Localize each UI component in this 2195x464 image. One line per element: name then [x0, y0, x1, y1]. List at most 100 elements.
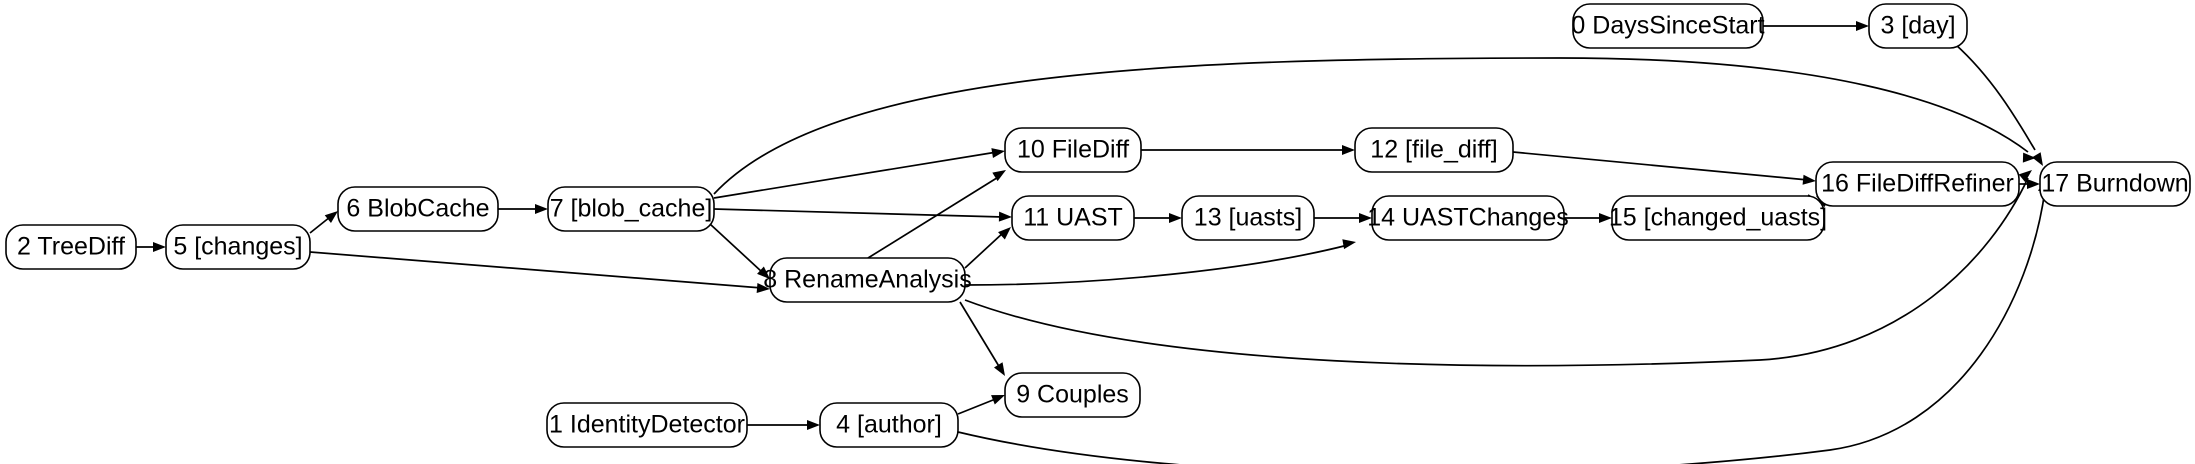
node-3-day[interactable]: 3 [day] — [1868, 3, 1968, 49]
node-15-changed-uasts[interactable]: 15 [changed_uasts] — [1609, 195, 1827, 241]
node-5-changes[interactable]: 5 [changes] — [165, 224, 311, 270]
edge-10-filediff-to-12-file-diff — [1141, 145, 1355, 155]
nodes-layer: 0 DaysSinceStart 3 [day] 10 FileDiff 12 [fi… — [5, 3, 2191, 448]
edge-4-author-to-9-couples — [957, 395, 1005, 415]
edge-8-renameanalysis-to-9-couples — [959, 301, 1005, 376]
edge-12-file-diff-to-16-filediffrefiner — [1512, 151, 1816, 185]
node-box[interactable] — [5, 224, 137, 270]
node-label: 12 [file_diff] — [1370, 136, 1497, 164]
node-label: 11 UAST — [1023, 204, 1123, 232]
node-6-blobcache[interactable]: 6 BlobCache — [337, 186, 499, 232]
edge-5-changes-to-6-blobcache — [309, 211, 338, 234]
node-7-blob-cache[interactable]: 7 [blob_cache] — [547, 186, 715, 232]
node-box[interactable] — [1815, 161, 2020, 207]
node-box[interactable] — [1354, 127, 1514, 173]
node-14-uastchanges[interactable]: 14 UASTChanges — [1367, 195, 1569, 241]
edge-2-treediff-to-5-changes — [136, 242, 166, 252]
arrowhead-icon — [993, 362, 1005, 376]
arrowhead-icon — [1169, 213, 1182, 223]
node-box[interactable] — [2039, 161, 2191, 207]
edge-8-renameanalysis-to-14-uastchanges — [964, 239, 1356, 286]
edge-1-identitydetector-to-4-author — [747, 420, 820, 430]
node-label: 7 [blob_cache] — [550, 195, 713, 223]
node-0-dayssincestart[interactable]: 0 DaysSinceStart — [1571, 3, 1765, 49]
edge-7-blob-cache-to-8-renameanalysis — [709, 223, 770, 279]
node-box[interactable] — [1011, 195, 1135, 241]
node-label: 4 [author] — [836, 411, 942, 439]
node-label: 15 [changed_uasts] — [1609, 204, 1827, 232]
arrowhead-icon — [1342, 239, 1356, 250]
arrowhead-icon — [1856, 21, 1869, 31]
node-1-identitydetector[interactable]: 1 IdentityDetector — [546, 402, 748, 448]
arrowhead-icon — [998, 227, 1011, 240]
node-label: 9 Couples — [1016, 381, 1129, 409]
node-2-treediff[interactable]: 2 TreeDiff — [5, 224, 137, 270]
node-9-couples[interactable]: 9 Couples — [1004, 372, 1141, 418]
node-box[interactable] — [546, 402, 748, 448]
edge-8-renameanalysis-to-10-filediff — [867, 170, 1006, 259]
arrowhead-icon — [992, 170, 1006, 182]
node-box[interactable] — [1004, 372, 1141, 418]
node-label: 1 IdentityDetector — [549, 411, 745, 439]
arrowhead-icon — [756, 282, 770, 293]
edge-7-blob-cache-to-17-burndown — [713, 57, 2036, 195]
arrowhead-icon — [153, 242, 166, 252]
arrowhead-icon — [998, 211, 1012, 222]
node-17-burndown[interactable]: 17 Burndown — [2039, 161, 2191, 207]
node-label: 6 BlobCache — [346, 195, 489, 223]
node-box[interactable] — [1004, 127, 1142, 173]
node-8-renameanalysis[interactable]: 8 RenameAnalysis — [763, 257, 972, 303]
node-4-author[interactable]: 4 [author] — [819, 402, 959, 448]
edge-14-uastchanges-to-15-changed-uasts — [1564, 213, 1612, 223]
node-label: 10 FileDiff — [1017, 136, 1129, 164]
node-13-uasts[interactable]: 13 [uasts] — [1181, 195, 1315, 241]
edge-8-renameanalysis-to-17-burndown — [964, 170, 2032, 367]
node-11-uast[interactable]: 11 UAST — [1011, 195, 1135, 241]
arrowhead-icon — [1342, 145, 1355, 155]
node-box[interactable] — [1371, 195, 1565, 241]
edge-7-blob-cache-to-11-uast — [713, 208, 1012, 222]
arrowhead-icon — [535, 204, 548, 214]
node-label: 14 UASTChanges — [1367, 204, 1569, 232]
edge-0-dayssincestart-to-3-day — [1763, 21, 1869, 31]
arrowhead-icon — [2018, 170, 2032, 183]
node-box[interactable] — [337, 186, 499, 232]
node-label: 17 Burndown — [2041, 170, 2188, 198]
node-label: 13 [uasts] — [1194, 204, 1302, 232]
arrowhead-icon — [1359, 213, 1372, 223]
edge-16-filediffrefiner-to-17-burndown — [2019, 179, 2040, 189]
node-box[interactable] — [547, 186, 715, 232]
node-10-filediff[interactable]: 10 FileDiff — [1004, 127, 1142, 173]
node-12-file-diff[interactable]: 12 [file_diff] — [1354, 127, 1514, 173]
node-label: 3 [day] — [1880, 12, 1955, 40]
node-box[interactable] — [1611, 195, 1825, 241]
node-label: 16 FileDiffRefiner — [1821, 170, 2014, 198]
edge-11-uast-to-13-uasts — [1134, 213, 1182, 223]
node-box[interactable] — [165, 224, 311, 270]
arrowhead-icon — [324, 211, 338, 224]
node-box[interactable] — [1181, 195, 1315, 241]
edge-3-day-to-17-burndown — [1954, 43, 2043, 166]
edges-layer — [136, 21, 2048, 464]
arrowhead-icon — [2032, 152, 2043, 166]
node-box[interactable] — [1868, 3, 1968, 49]
node-box[interactable] — [819, 402, 959, 448]
arrowhead-icon — [1802, 174, 1816, 185]
arrowhead-icon — [991, 148, 1005, 159]
edge-8-renameanalysis-to-11-uast — [964, 227, 1011, 269]
node-box[interactable] — [1572, 3, 1764, 49]
node-box[interactable] — [769, 257, 966, 303]
edge-13-uasts-to-14-uastchanges — [1314, 213, 1372, 223]
node-label: 5 [changes] — [173, 233, 302, 261]
node-16-filediffrefiner[interactable]: 16 FileDiffRefiner — [1815, 161, 2020, 207]
node-label: 8 RenameAnalysis — [763, 266, 971, 294]
arrowhead-icon — [807, 420, 820, 430]
edge-7-blob-cache-to-10-filediff — [713, 148, 1005, 199]
arrowhead-icon — [991, 395, 1005, 405]
edge-6-blobcache-to-7-blob-cache — [498, 204, 548, 214]
node-label: 0 DaysSinceStart — [1571, 12, 1764, 40]
arrowhead-icon — [757, 266, 770, 279]
edge-5-changes-to-8-renameanalysis — [309, 251, 770, 293]
